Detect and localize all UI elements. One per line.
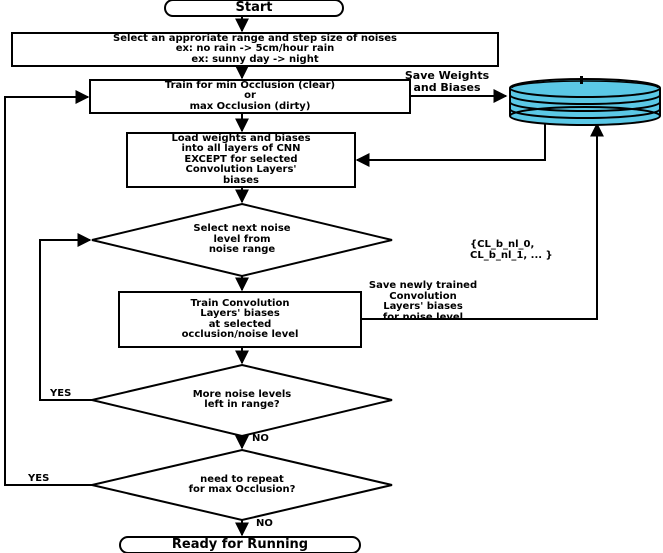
loop-yes-inner bbox=[39, 233, 92, 401]
loop-yes-outer bbox=[4, 90, 92, 486]
no-inner-label: NO bbox=[252, 433, 269, 444]
repeat-occlusion-diamond bbox=[91, 448, 393, 522]
no-outer-label: NO bbox=[256, 518, 273, 529]
save-trained-label: Save newly trained Convolution Layers' b… bbox=[368, 280, 478, 323]
load-weights-box bbox=[126, 132, 356, 188]
bias-set-label: {CL_b_nl_0, CL_b_nl_1, ... } bbox=[470, 239, 553, 261]
yes-inner-label: YES bbox=[50, 388, 72, 399]
select-noise-diamond bbox=[91, 202, 393, 278]
save-weights-label: Save Weights and Biases bbox=[404, 69, 490, 94]
database-icon bbox=[509, 76, 661, 126]
train-occlusion-box bbox=[89, 79, 411, 114]
more-noise-diamond bbox=[91, 363, 393, 438]
train-conv-box bbox=[118, 291, 362, 348]
select-range-box bbox=[11, 32, 499, 67]
arrow-db-to-load bbox=[355, 122, 546, 167]
yes-outer-label: YES bbox=[28, 473, 50, 484]
ready-terminal bbox=[119, 536, 361, 553]
start-terminal bbox=[164, 0, 344, 17]
arrow-train-to-db bbox=[361, 122, 604, 320]
